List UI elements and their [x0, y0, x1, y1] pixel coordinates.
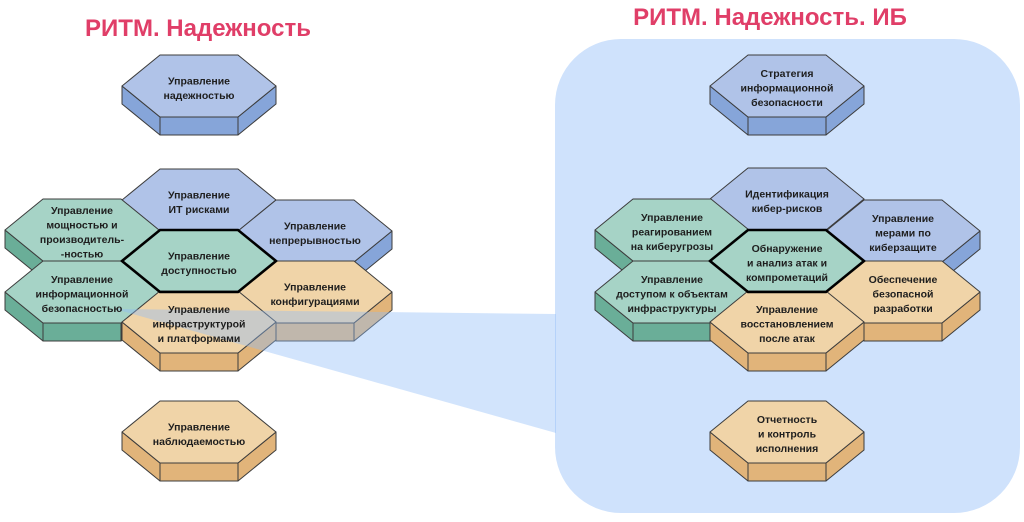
hex-label-line: Обнаружение — [752, 243, 823, 255]
title-left: РИТМ. Надежность — [85, 15, 311, 42]
hex-label-line: Управление — [168, 189, 230, 201]
hex-label-line: реагированием — [632, 227, 712, 239]
hex-label-cyber-risk-identification: Идентификация кибер-рисков — [745, 188, 829, 215]
hex-label-line: Управление — [51, 274, 113, 286]
hex-label-line: Управление — [168, 75, 230, 87]
hex-label-infosec-strategy: Стратегия информационной безопасности — [741, 68, 834, 109]
hex-label-line: доступом к объектам — [616, 289, 728, 301]
hex-bodies-layer — [4, 54, 981, 482]
hex-front-face — [747, 352, 827, 372]
hex-label-configuration-management: Управление конфигурациями — [270, 281, 359, 308]
hex-label-line: Управление — [641, 212, 703, 224]
hex-label-infosec-management: Управление информационной безопасностью — [36, 274, 129, 315]
hex-label-line: Отчетность — [757, 414, 818, 426]
hex-label-line: безопасности — [751, 97, 823, 109]
hex-label-line: безопасной — [873, 289, 934, 301]
hex-label-execution-reporting: Отчетность и контроль исполнения — [756, 414, 819, 455]
hex-label-line: информационной — [36, 289, 129, 301]
hex-label-line: наблюдаемостью — [153, 436, 245, 448]
hex-label-line: ИТ рисками — [169, 204, 230, 216]
hex-label-observability-management: Управление наблюдаемостью — [153, 421, 245, 448]
hex-label-line: Управление — [284, 220, 346, 232]
hex-label-line: информационной — [741, 83, 834, 95]
hex-front-face — [632, 322, 712, 342]
hex-label-line: Управление — [641, 274, 703, 286]
hex-top-face — [709, 400, 865, 464]
hex-front-face — [747, 462, 827, 482]
hex-configuration-management — [237, 260, 393, 342]
hex-label-line: инфраструктуры — [627, 303, 716, 315]
hex-label-line: после атак — [759, 333, 816, 345]
hex-label-line: мерами по — [875, 228, 931, 240]
hex-label-line: киберзащите — [869, 242, 937, 254]
hex-label-it-risk-management: Управление ИТ рисками — [168, 189, 230, 216]
hex-label-line: безопасностью — [42, 303, 123, 315]
zoom-funnel-connector — [115, 309, 556, 433]
hex-label-line: Управление — [872, 213, 934, 225]
hex-front-face — [863, 322, 943, 342]
hex-label-line: инфраструктурой — [153, 319, 246, 331]
hex-front-face — [747, 116, 827, 136]
hex-emphasis-outline — [707, 228, 867, 294]
hex-label-line: производитель- — [40, 234, 125, 246]
hex-label-line: и анализ атак и — [747, 258, 827, 270]
hex-front-face — [159, 352, 239, 372]
hex-label-infrastructure-access: Управление доступом к объектам инфраструкт… — [616, 274, 728, 315]
hex-label-line: и контроль — [758, 429, 817, 441]
hex-label-cyberthreat-response: Управление реагированием на киберугрозы — [631, 212, 714, 253]
hex-attack-recovery — [709, 290, 865, 372]
hex-label-attack-recovery: Управление восстановлением после атак — [741, 304, 834, 345]
hex-label-line: компрометаций — [746, 272, 828, 284]
hex-label-line: восстановлением — [741, 319, 834, 331]
hex-label-infrastructure-management: Управление инфраструктурой и платформами — [153, 304, 246, 345]
hex-front-face — [42, 322, 122, 342]
hex-label-line: непрерывностью — [269, 235, 361, 247]
hex-label-line: -ностью — [61, 248, 104, 260]
hex-top-face — [709, 54, 865, 118]
hex-label-line: разработки — [873, 303, 932, 315]
hex-label-line: Стратегия — [761, 68, 814, 80]
hex-front-face — [159, 116, 239, 136]
hex-label-cyberdefense-measures: Управление мерами по киберзащите — [869, 213, 937, 254]
hex-label-reliability-management: Управление надежностью — [163, 75, 234, 102]
hex-label-line: кибер-рисков — [752, 203, 823, 215]
hex-label-line: Обеспечение — [869, 274, 938, 286]
emphasis-outline-layer — [119, 228, 867, 294]
hex-label-line: надежностью — [163, 90, 234, 102]
hex-observability-management — [121, 400, 277, 482]
hex-labels-layer: Управление надежностью Стратегия информацио… — [36, 68, 938, 455]
hex-label-line: Идентификация — [745, 188, 829, 200]
hex-label-line: Управление — [51, 205, 113, 217]
hex-label-secure-development: Обеспечение безопасной разработки — [869, 274, 938, 315]
hex-label-line: доступностью — [161, 265, 236, 277]
hex-infrastructure-management — [121, 290, 277, 372]
hex-label-continuity-management: Управление непрерывностью — [269, 220, 361, 247]
hex-label-line: мощностью и — [46, 219, 117, 231]
hex-reliability-management — [121, 54, 277, 136]
hex-top-face — [121, 54, 277, 118]
title-right: РИТМ. Надежность. ИБ — [633, 4, 907, 31]
hex-execution-reporting — [709, 400, 865, 482]
hex-infosec-strategy — [709, 54, 865, 136]
hex-label-line: Управление — [756, 304, 818, 316]
hex-top-face — [121, 400, 277, 464]
hex-label-attack-detection: Обнаружение и анализ атак и компрометаций — [746, 243, 828, 284]
hex-label-line: исполнения — [756, 443, 819, 455]
hex-label-line: Управление — [168, 304, 230, 316]
hex-label-line: Управление — [168, 421, 230, 433]
hex-label-line: и платформами — [158, 333, 241, 345]
hex-label-line: конфигурациями — [270, 296, 359, 308]
hex-emphasis-outline — [119, 228, 279, 294]
hex-label-line: Управление — [284, 281, 346, 293]
hex-label-availability-management: Управление доступностью — [161, 250, 236, 277]
hex-label-line: на киберугрозы — [631, 241, 714, 253]
hex-front-face — [159, 462, 239, 482]
hex-label-line: Управление — [168, 250, 230, 262]
hex-label-capacity-management: Управление мощностью и производитель- -ност… — [40, 205, 125, 261]
